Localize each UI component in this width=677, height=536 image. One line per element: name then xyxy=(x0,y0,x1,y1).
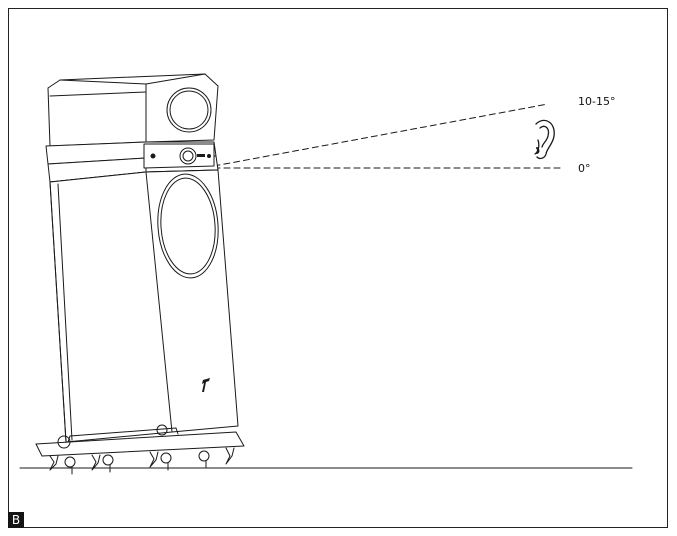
angle-label-lower: 0° xyxy=(578,162,591,175)
sight-line-upper xyxy=(213,103,549,167)
ear-icon xyxy=(534,119,555,160)
brand-logo-icon xyxy=(202,378,210,392)
angle-label-upper: 10-15° xyxy=(578,95,616,108)
speaker-feet xyxy=(49,447,235,475)
figure-badge: B xyxy=(8,512,24,528)
speaker-illustration xyxy=(35,73,245,475)
